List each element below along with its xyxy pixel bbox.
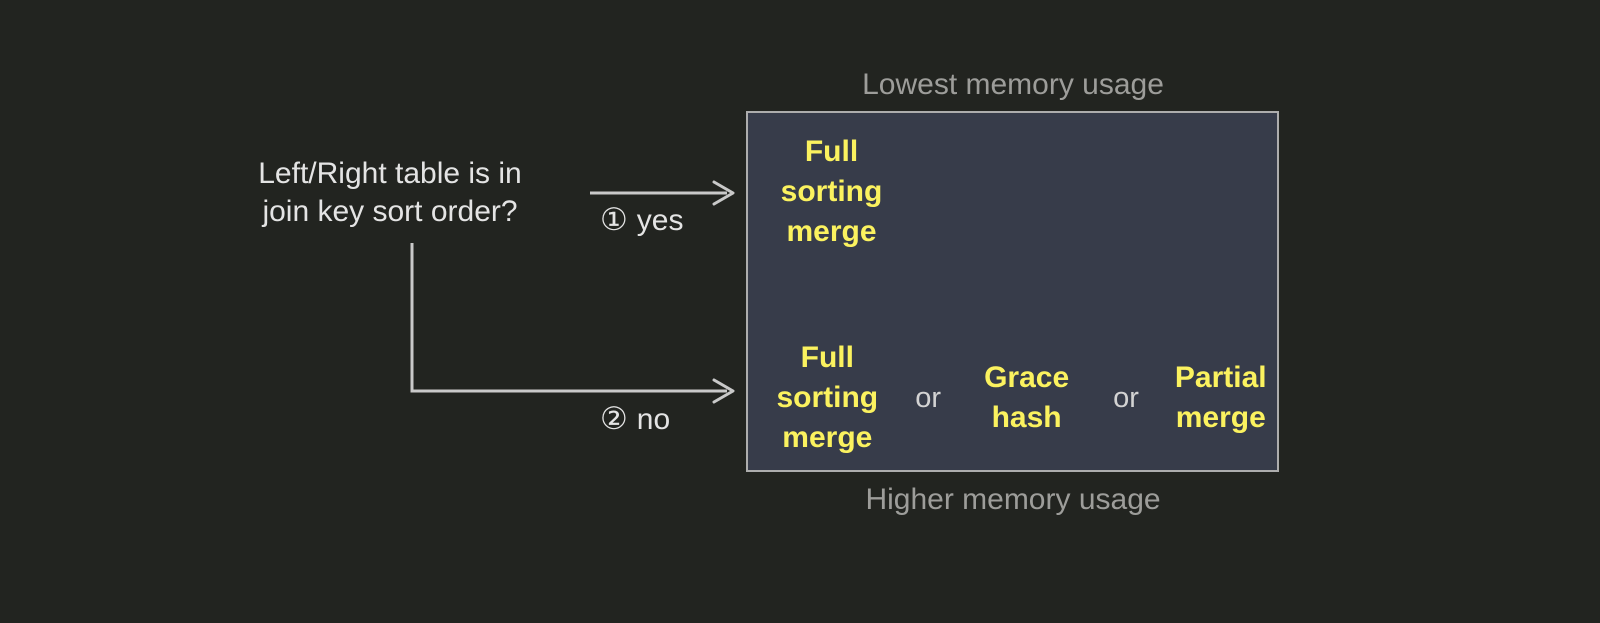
- caption-lowest-memory-usage: Lowest memory usage: [862, 68, 1164, 101]
- option-grace-hash: Grace hash: [984, 361, 1070, 434]
- outcome-row-no: Full sorting merge or Grace hash or Part…: [748, 333, 1277, 463]
- option-full-sorting-merge-top: Full sorting merge: [780, 135, 883, 248]
- conjunction-or-1: or: [915, 381, 942, 414]
- outcome-box: Full sorting merge Full sorting merge or…: [746, 111, 1279, 472]
- branch-yes-arrow: [590, 180, 735, 206]
- decision-question-text: Left/Right table is in join key sort ord…: [258, 157, 522, 228]
- branch-text-yes: yes: [636, 204, 684, 237]
- outcome-row-yes: Full sorting merge: [748, 127, 1277, 257]
- branch-text-no: no: [636, 403, 671, 436]
- option-partial-merge: Partial merge: [1174, 361, 1267, 434]
- branch-marker-2: ②: [600, 401, 628, 436]
- conjunction-or-2: or: [1113, 381, 1139, 414]
- caption-higher-memory-usage: Higher memory usage: [865, 483, 1161, 516]
- branch-no-arrow: [410, 243, 735, 404]
- option-full-sorting-merge-bottom: Full sorting merge: [776, 341, 879, 454]
- branch-marker-1: ①: [600, 202, 628, 237]
